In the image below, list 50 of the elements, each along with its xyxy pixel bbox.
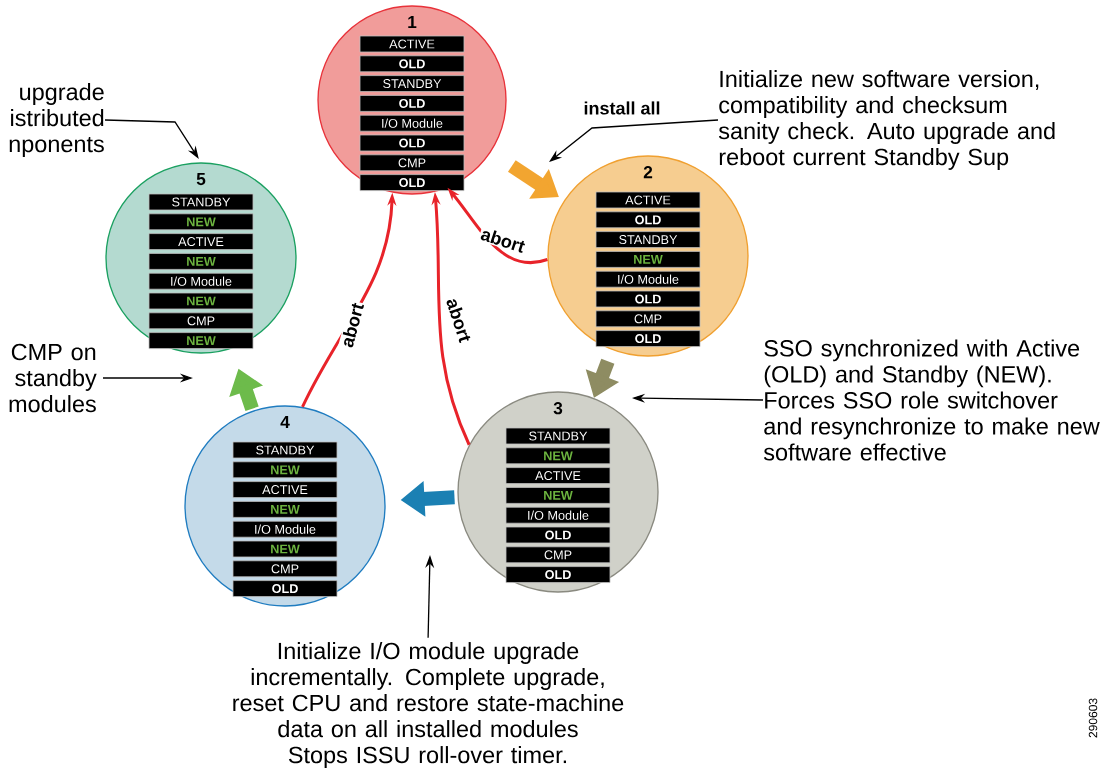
callout-text: CMP on standby modules [9,343,97,413]
status-bar: ACTIVE [595,191,701,209]
status-bar: OLD [505,566,611,583]
callout-text: SSO synchronized with Active (OLD) and Standby (NEW). Forces SSO role switchover and resynchronize to make new software effective [763,339,1100,461]
callout-text: upgrade istributed nponents [9,83,104,157]
status-bar: NEW [148,332,254,349]
status-bar: CMP [359,154,465,172]
status-bar: OLD [359,95,465,112]
callout-text: Initialize I/O module upgrade incrementally. Complete upgrade, reset CPU and restore state-machine data on all installed modules Stops ISSU roll-over timer. [233,642,624,768]
status-bar: ACTIVE [505,467,611,484]
status-bar: OLD [359,55,465,73]
status-bar: ACTIVE [359,35,465,53]
status-bar: STANDBY [148,193,254,211]
status-bar: I/O Module [505,506,611,524]
status-bar: OLD [359,134,465,152]
status-bar: OLD [232,580,338,597]
status-bar: NEW [232,501,338,518]
status-bar: CMP [505,546,611,564]
status-bar: NEW [148,213,254,231]
status-bar: I/O Module [595,270,701,288]
status-bar: NEW [148,292,254,310]
figure-number: 290603 [1088,698,1098,738]
status-bar: ACTIVE [148,233,254,250]
status-bar: CMP [595,310,701,328]
status-bar: OLD [595,290,701,308]
status-bar: OLD [595,211,701,229]
status-bar: NEW [148,253,254,270]
edge-label: abort [338,299,366,351]
edge-label: install all [582,100,662,116]
status-bar: NEW [232,461,338,479]
status-bar: STANDBY [595,231,701,248]
status-bar: NEW [505,487,611,504]
status-bar: NEW [232,540,338,558]
edge-label: abort [444,294,474,346]
edge-label: abort [477,225,529,255]
status-bar: OLD [505,526,611,544]
leader-line [549,119,719,162]
status-bar: CMP [232,560,338,578]
status-bar: STANDBY [505,427,611,445]
status-bar: CMP [148,312,254,330]
status-bar: I/O Module [359,114,465,132]
status-bar: STANDBY [359,75,465,92]
status-bar: OLD [595,330,701,347]
status-bar: I/O Module [148,272,254,290]
status-bar: I/O Module [232,520,338,538]
status-bar: ACTIVE [232,481,338,498]
status-bar: OLD [359,174,465,191]
status-bar: NEW [595,251,701,268]
status-bar: STANDBY [232,441,338,459]
status-bar: NEW [505,447,611,465]
